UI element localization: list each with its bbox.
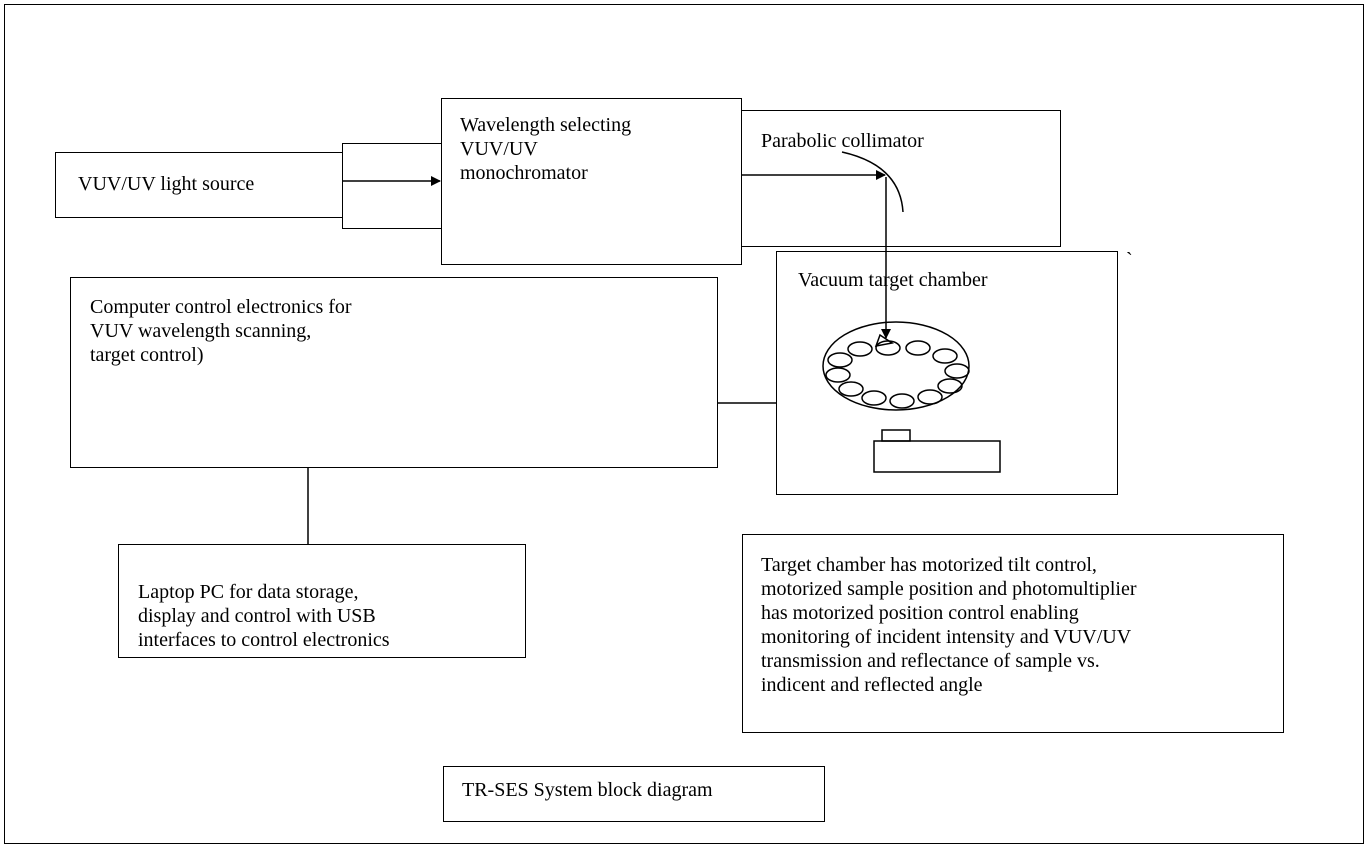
sample-marker (874, 333, 894, 347)
photomultiplier-body (873, 440, 1001, 473)
control-electronics-label: Computer control electronics for VUV wav… (90, 296, 352, 366)
sample-wheel (822, 321, 970, 411)
collimator-box (741, 110, 1061, 247)
photomultiplier-cap (881, 429, 911, 442)
parabolic-mirror-curve (841, 151, 904, 213)
light-source-label: VUV/UV light source (78, 173, 255, 195)
chamber-label: Vacuum target chamber (798, 269, 988, 291)
caption-box (443, 766, 825, 822)
chamber-note-box (742, 534, 1284, 733)
laptop-label: Laptop PC for data storage, display and … (138, 581, 390, 651)
sample-holes (825, 340, 970, 409)
chamber-box (776, 251, 1118, 495)
control-electronics-box (70, 277, 718, 468)
chamber-note-label: Target chamber has motorized tilt contro… (761, 554, 1137, 696)
collimator-label: Parabolic collimator (761, 130, 924, 152)
caption-label: TR-SES System block diagram (462, 779, 713, 801)
laptop-box (118, 544, 526, 658)
monochromator-label: Wavelength selecting VUV/UV monochromato… (460, 114, 632, 184)
stray-mark: ` (1126, 249, 1133, 271)
